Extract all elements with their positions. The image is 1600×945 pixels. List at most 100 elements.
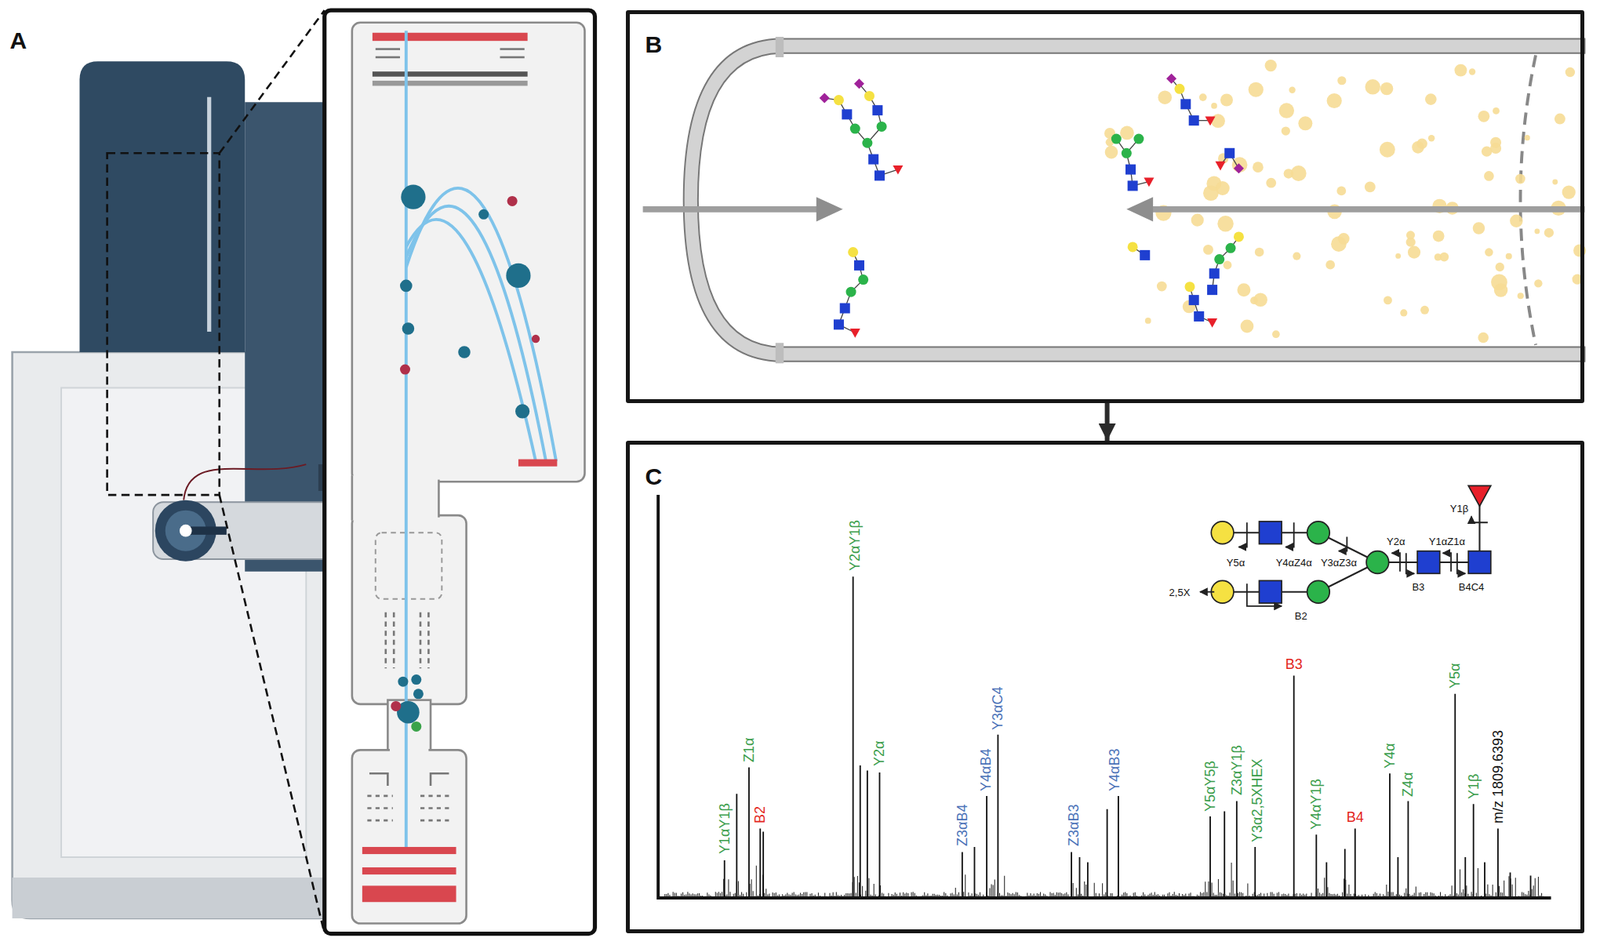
glycan-icon xyxy=(833,94,844,106)
orbitrap-schematic xyxy=(362,847,457,855)
orbitrap-schematic xyxy=(531,334,540,343)
glycan-structure xyxy=(1210,485,1491,604)
glycan-structure xyxy=(1457,552,1466,574)
bead xyxy=(1395,253,1401,259)
bead xyxy=(1483,170,1495,182)
bead xyxy=(1517,292,1524,299)
fragment-ion-label: Y4αB3 xyxy=(1107,747,1122,792)
glycan-icon xyxy=(840,303,851,314)
bead xyxy=(1495,262,1505,272)
bead xyxy=(1292,251,1301,260)
bead xyxy=(1552,179,1558,186)
bead xyxy=(1279,102,1295,118)
bead xyxy=(1290,165,1307,182)
orbitrap-schematic xyxy=(375,49,525,58)
glycan-structure xyxy=(1258,521,1282,545)
bead xyxy=(1337,76,1346,85)
glycan-structure xyxy=(1417,551,1440,575)
bead xyxy=(1364,181,1376,193)
glycan-structure xyxy=(1338,536,1347,551)
panel-frame: B xyxy=(625,10,1586,404)
glycan-icon xyxy=(874,170,885,181)
cleavage-label: Y3αZ3α xyxy=(1320,556,1358,568)
glycan-structure xyxy=(1258,580,1282,604)
zoom-frame xyxy=(219,10,325,153)
bead xyxy=(1481,145,1492,157)
capillary-tube xyxy=(1151,206,1586,213)
orbitrap-schematic xyxy=(352,22,586,482)
orbitrap-schematic xyxy=(372,80,528,87)
bead xyxy=(1515,174,1526,185)
baseline-noise xyxy=(663,862,1546,899)
fragment-ion-label: Y4αY1β xyxy=(1309,778,1324,831)
glycan-structure xyxy=(1366,551,1390,575)
mass-spectrum xyxy=(658,494,1551,899)
orbitrap-schematic xyxy=(352,749,467,924)
glycan-icon xyxy=(850,123,861,135)
fragment-ion-label: B2 xyxy=(752,805,768,825)
fragment-ion-label: Y1β xyxy=(1466,773,1481,800)
bead xyxy=(1203,244,1214,255)
orbitrap-schematic xyxy=(384,612,387,670)
orbitrap-schematic xyxy=(369,773,449,786)
glycan-icon xyxy=(1143,178,1154,188)
bead xyxy=(1400,309,1408,317)
glycan-structure xyxy=(1468,485,1491,506)
bead xyxy=(1240,320,1255,334)
bead xyxy=(1472,221,1485,234)
orbitrap-schematic xyxy=(400,185,426,210)
glycan-icon xyxy=(1225,243,1237,254)
glycan-icon xyxy=(1121,148,1132,159)
panel-letter: B xyxy=(645,32,663,57)
glycan-icon xyxy=(864,90,875,102)
zoom-frame xyxy=(107,10,325,934)
orbitrap-schematic xyxy=(352,475,440,520)
glycan-icon xyxy=(819,78,904,181)
bead xyxy=(1203,185,1219,201)
fragment-ion-label: B3 xyxy=(1284,657,1304,672)
spectrum-peak xyxy=(724,576,1531,899)
capillary-tube xyxy=(1104,59,1586,343)
glycan-icon xyxy=(1207,318,1218,328)
bead xyxy=(1157,90,1172,105)
glycan-icon xyxy=(868,154,879,165)
orbitrap-schematic xyxy=(375,47,400,51)
mass-spectrum xyxy=(658,494,1551,899)
bead xyxy=(1477,332,1489,344)
bead xyxy=(1325,260,1335,270)
bead xyxy=(1210,113,1226,128)
orbitrap-schematic xyxy=(362,885,457,902)
bead xyxy=(1380,82,1393,95)
mass-spectrometer xyxy=(12,61,338,919)
bead xyxy=(1338,232,1350,245)
bead xyxy=(1534,279,1542,288)
capillary-tube xyxy=(643,206,819,213)
bead xyxy=(1272,330,1280,339)
panel-frame: C xyxy=(625,440,1586,934)
fragment-ion-label: Y5α xyxy=(1447,662,1462,690)
bead xyxy=(1281,126,1291,135)
capillary-tube xyxy=(780,39,1585,54)
glycan-icon xyxy=(1207,231,1244,295)
cleavage-label: Y2α xyxy=(1385,535,1406,546)
orbitrap-schematic xyxy=(515,403,530,419)
bead xyxy=(1298,116,1313,131)
glycan-icon xyxy=(1111,134,1155,192)
glycan-structure xyxy=(1406,552,1415,574)
orbitrap-schematic xyxy=(324,10,596,934)
orbitrap-schematic xyxy=(518,459,557,467)
glycan-structure xyxy=(1200,485,1491,607)
glycan-icon xyxy=(1166,73,1177,84)
glycan-icon xyxy=(1133,134,1144,145)
glycan-icon xyxy=(850,328,861,339)
cleavage-label: 2,5X xyxy=(1168,586,1192,597)
orbitrap-schematic xyxy=(352,515,467,705)
panel-letter: A xyxy=(9,29,29,53)
bead xyxy=(1105,145,1119,160)
orbitrap-schematic xyxy=(406,188,557,462)
bead xyxy=(1145,317,1152,324)
glycan-icon xyxy=(1215,148,1244,175)
flow-arrow xyxy=(1105,403,1110,441)
